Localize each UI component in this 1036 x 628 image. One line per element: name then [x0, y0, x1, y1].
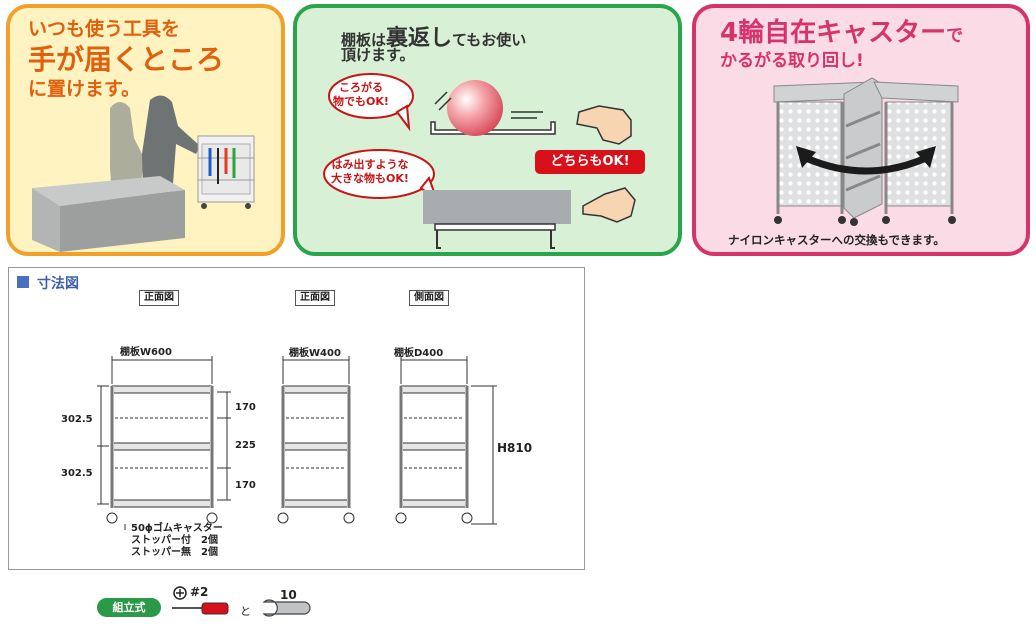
view-label-front-w400: 正面図 — [295, 290, 335, 306]
panel2-title-line2: 頂けます。 — [341, 46, 415, 64]
panel1-line2: 手が届くところ — [28, 43, 225, 76]
panel2-title: 棚板は裏返してもお使い — [341, 20, 526, 52]
assembly-and: と — [240, 605, 251, 618]
dim-170-upper: 170 — [235, 402, 256, 413]
panel3-title: 4輪自在キャスターで — [720, 12, 963, 49]
bubble1-text: ころがる物でもOK! — [333, 81, 389, 109]
panel2-title-part1: 棚板は — [341, 31, 387, 49]
view-label-front-w600: 正面図 — [139, 290, 179, 306]
bubble2-text: はみ出すような大きな物もOK! — [331, 158, 409, 186]
shelf-d400-label: 棚板D400 — [394, 348, 444, 359]
dim-302-lower: 302.5 — [61, 468, 93, 479]
panel2-title-part2: てもお使い — [452, 31, 527, 49]
caster-panel: 4輪自在キャスターで かるがる取り回し! ナ — [692, 4, 1030, 256]
bubble2-line1: はみ出すような — [331, 158, 409, 171]
panel1-line3: に置けます。 — [28, 78, 141, 100]
caster-spec: 50ϕゴムキャスター ストッパー付 2個 ストッパー無 2個 — [131, 523, 223, 559]
panel1-line1: いつも使う工具を — [28, 18, 181, 40]
dimension-drawing: 寸法図 正面図 正面図 側面図 棚板W600 棚板W400 棚板D400 — [8, 267, 585, 570]
caster-spec-line3: ストッパー無 2個 — [131, 547, 218, 558]
dim-302-upper: 302.5 — [61, 414, 93, 425]
either-ok-badge: どちらもOK! — [550, 154, 630, 169]
worker-illustration — [32, 95, 255, 252]
heading-square-icon — [17, 276, 29, 288]
bubble2-line2: 大きな物もOK! — [331, 172, 409, 185]
nylon-caster-note: ナイロンキャスターへの交換もできます。 — [728, 233, 945, 247]
view-label-side-d400: 側面図 — [409, 290, 449, 306]
bubble1-line2: 物でもOK! — [333, 95, 389, 108]
dimension-heading: 寸法図 — [37, 276, 79, 292]
reversible-shelf-panel: 棚板は裏返してもお使い 頂けます。 ころがる物でもOK! — [293, 4, 682, 256]
wrench-size: 10 — [280, 588, 297, 602]
bubble1-line1: ころがる — [338, 81, 383, 94]
shelf-w600-label: 棚板W600 — [120, 347, 172, 358]
tools-illustration — [172, 586, 311, 617]
cart-drawings — [97, 356, 497, 530]
screwdriver-size: #2 — [190, 585, 209, 599]
shelf-w400-label: 棚板W400 — [289, 348, 341, 359]
panel2-title-emph: 裏返し — [386, 26, 453, 51]
assembly-badge: 組立式 — [97, 598, 161, 617]
dim-170-lower: 170 — [235, 480, 256, 491]
shelf-illustration — [323, 73, 645, 249]
panel3-title-small: で — [946, 26, 964, 46]
rotating-cart-illustration — [773, 77, 959, 226]
panel3-title-line2: かるがる取り回し! — [720, 51, 864, 71]
caster-spec-line1: 50ϕゴムキャスター — [131, 523, 223, 534]
panel3-title-big: 4輪自在キャスター — [720, 18, 947, 48]
height-h810: H810 — [497, 441, 533, 455]
caster-spec-line2: ストッパー付 2個 — [131, 535, 218, 546]
tool-storage-panel: いつも使う工具を 手が届くところ に置けます。 — [6, 4, 285, 256]
dim-225: 225 — [235, 440, 256, 451]
